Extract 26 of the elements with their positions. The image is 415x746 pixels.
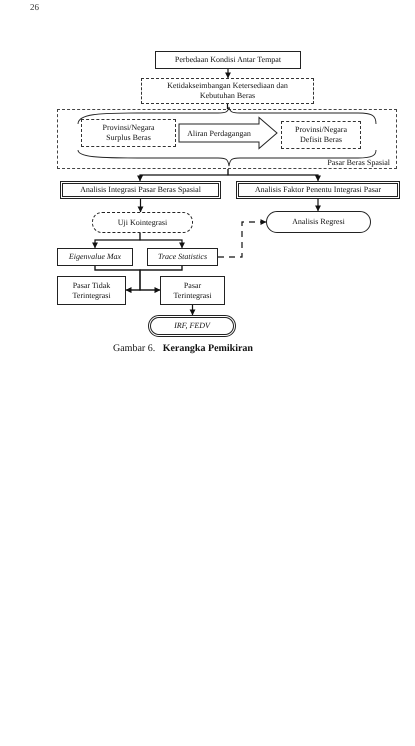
group-label: Pasar Beras Spasial [327,159,390,167]
arrow [139,266,183,293]
arrow [139,233,185,248]
double-border-box: Analisis Integrasi Pasar Beras Spasial [60,181,221,199]
double-border-rounded-box: IRF, FEDV [148,315,236,337]
dashed-box: Ketidakseimbangan Ketersediaan dan Kebutuhan Beras [141,78,314,104]
process-box: Perbedaan Kondisi Antar Tempat [155,51,301,69]
arrow [315,199,321,212]
edge-label: Aliran Perdagangan [186,128,252,140]
dashed-arrow [218,219,266,258]
process-box: Eigenvalue Max [57,248,133,266]
block-arrow [178,116,278,150]
process-box: Trace Statistics [147,248,218,266]
arrow [190,305,196,316]
rounded-box: Analisis Regresi [266,211,371,233]
figure-caption: Gambar 6. Kerangka Pemikiran [113,343,253,354]
page-number: 26 [30,2,39,12]
process-box: Pasar Terintegrasi [160,276,225,305]
dashed-box: Provinsi/Negara Surplus Beras [81,119,176,147]
arrow [227,169,321,182]
process-box: Pasar Tidak Terintegrasi [57,276,126,305]
dashed-box: Provinsi/Negara Defisit Beras [281,121,361,149]
arrow [225,69,231,78]
arrow [138,199,144,212]
double-border-box: Analisis Faktor Penentu Integrasi Pasar [236,181,400,199]
dashed-rounded-box: Uji Kointegrasi [92,212,193,233]
